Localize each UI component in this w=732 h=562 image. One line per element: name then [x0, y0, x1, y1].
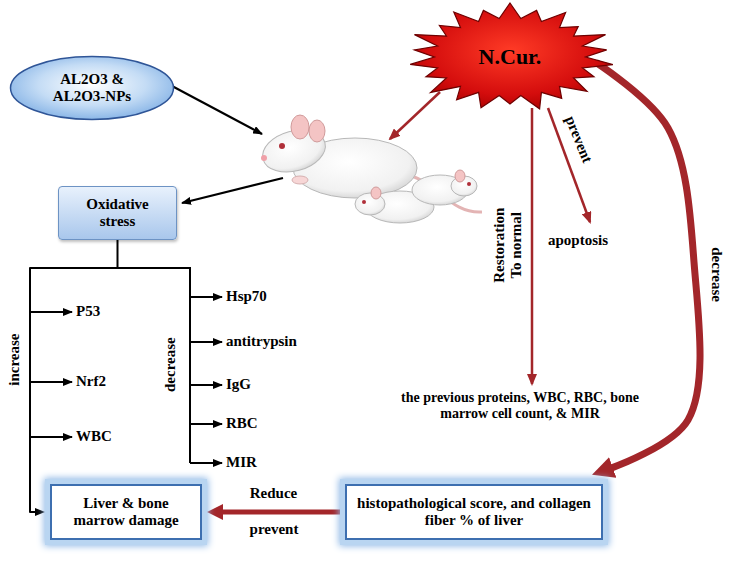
branch-arrow [30, 436, 72, 438]
edge-label: decrease [707, 248, 724, 303]
pup-eye [467, 182, 471, 186]
rat-ear [291, 115, 309, 139]
edge-label: Reduce [250, 485, 298, 502]
branch-arrow [190, 341, 222, 343]
marker-label: IgG [226, 376, 251, 393]
branch-arrow [190, 462, 222, 464]
rat-paw [292, 176, 308, 184]
outcome-label: the previous proteins, WBC, RBC, bone ma… [386, 390, 654, 422]
marker-label: P53 [76, 303, 100, 320]
branch-arrow [30, 381, 72, 383]
node-text: histopathological score, and collagen fi… [357, 495, 591, 530]
outcome-label: apoptosis [548, 232, 608, 249]
marker-label: antitrypsin [226, 333, 297, 350]
trend-label: increase [6, 334, 23, 386]
arrow-label: prevent [250, 521, 299, 538]
marker-label: MIR [226, 454, 257, 471]
branch-arrow [30, 311, 72, 313]
branch-arrow [190, 423, 222, 425]
arrow-label: prevent [561, 114, 595, 166]
restoration-arrow [531, 108, 534, 384]
marker-label: RBC [226, 415, 258, 432]
node-text: N.Cur. [479, 44, 542, 69]
pup-ear [455, 170, 465, 182]
branch-line [118, 268, 191, 463]
exposure-arrow [172, 86, 262, 134]
source-ellipse: AL2O3 & AL2O3-NPs [9, 55, 175, 121]
process-box: Oxidative stress [58, 186, 177, 240]
node-text: Liver & bone marrow damage [60, 495, 192, 530]
rat-illustration [258, 115, 482, 223]
rat-ear [309, 120, 325, 142]
decrease-curve [596, 63, 700, 468]
ellipse-outline [11, 57, 174, 120]
outcome-box: histopathological score, and collagen fi… [345, 484, 603, 540]
reduce-arrow [222, 510, 340, 515]
treatment-starburst: N.Cur. [404, 2, 616, 112]
pup-eye [362, 200, 366, 204]
rat-nose [261, 155, 267, 161]
branch-arrow [190, 296, 222, 298]
arrow-label: Restoration To normal [491, 199, 526, 291]
starburst-outline [410, 3, 613, 109]
marker-label: Nrf2 [76, 373, 106, 390]
rat-eye [279, 143, 285, 149]
outcome-box: Liver & bone marrow damage [50, 484, 202, 540]
node-text: AL2O3 & AL2O3-NPs [47, 71, 137, 106]
branch-connector [30, 238, 118, 512]
node-text: Oxidative stress [67, 196, 168, 231]
marker-label: Hsp70 [226, 288, 267, 305]
effect-arrow [182, 178, 283, 203]
pup-ear [371, 187, 381, 199]
treatment-arrow [390, 92, 440, 139]
marker-label: WBC [76, 428, 112, 445]
branch-arrow [190, 384, 222, 386]
trend-label: decrease [161, 338, 178, 393]
